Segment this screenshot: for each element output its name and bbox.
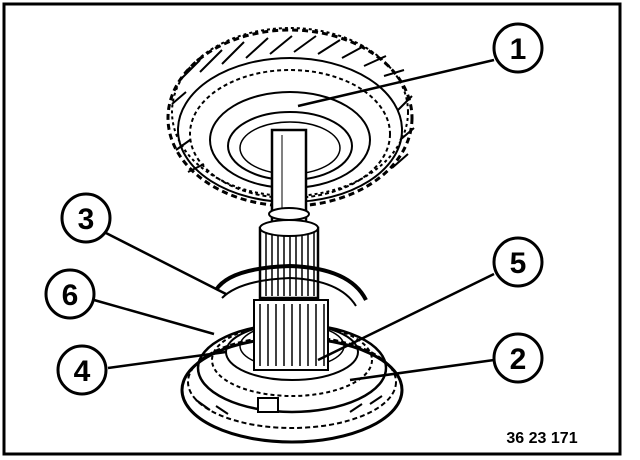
lower-synchro-assembly xyxy=(180,263,404,444)
leader-line-4 xyxy=(107,350,227,370)
callout-5: 5 xyxy=(492,236,544,288)
leader-line-2 xyxy=(349,358,495,382)
output-shaft xyxy=(258,128,320,300)
leader-line-6 xyxy=(93,298,215,336)
callout-label-5: 5 xyxy=(510,247,527,280)
figure-code: 36 23 171 xyxy=(506,430,577,447)
callout-label-2: 2 xyxy=(510,343,527,376)
callout-6: 6 xyxy=(44,268,96,320)
leader-line-3 xyxy=(103,230,227,296)
callout-label-6: 6 xyxy=(62,279,79,312)
leader-line-5 xyxy=(317,272,495,362)
callout-label-4: 4 xyxy=(74,355,91,388)
callout-3: 3 xyxy=(60,192,112,244)
leader-lines xyxy=(93,58,495,382)
callout-label-3: 3 xyxy=(78,203,95,236)
callout-4: 4 xyxy=(56,344,108,396)
upper-helical-gear xyxy=(166,27,415,208)
leader-line-1 xyxy=(297,58,495,108)
callout-1: 1 xyxy=(492,22,544,74)
callout-label-1: 1 xyxy=(510,33,527,66)
callout-2: 2 xyxy=(492,332,544,384)
